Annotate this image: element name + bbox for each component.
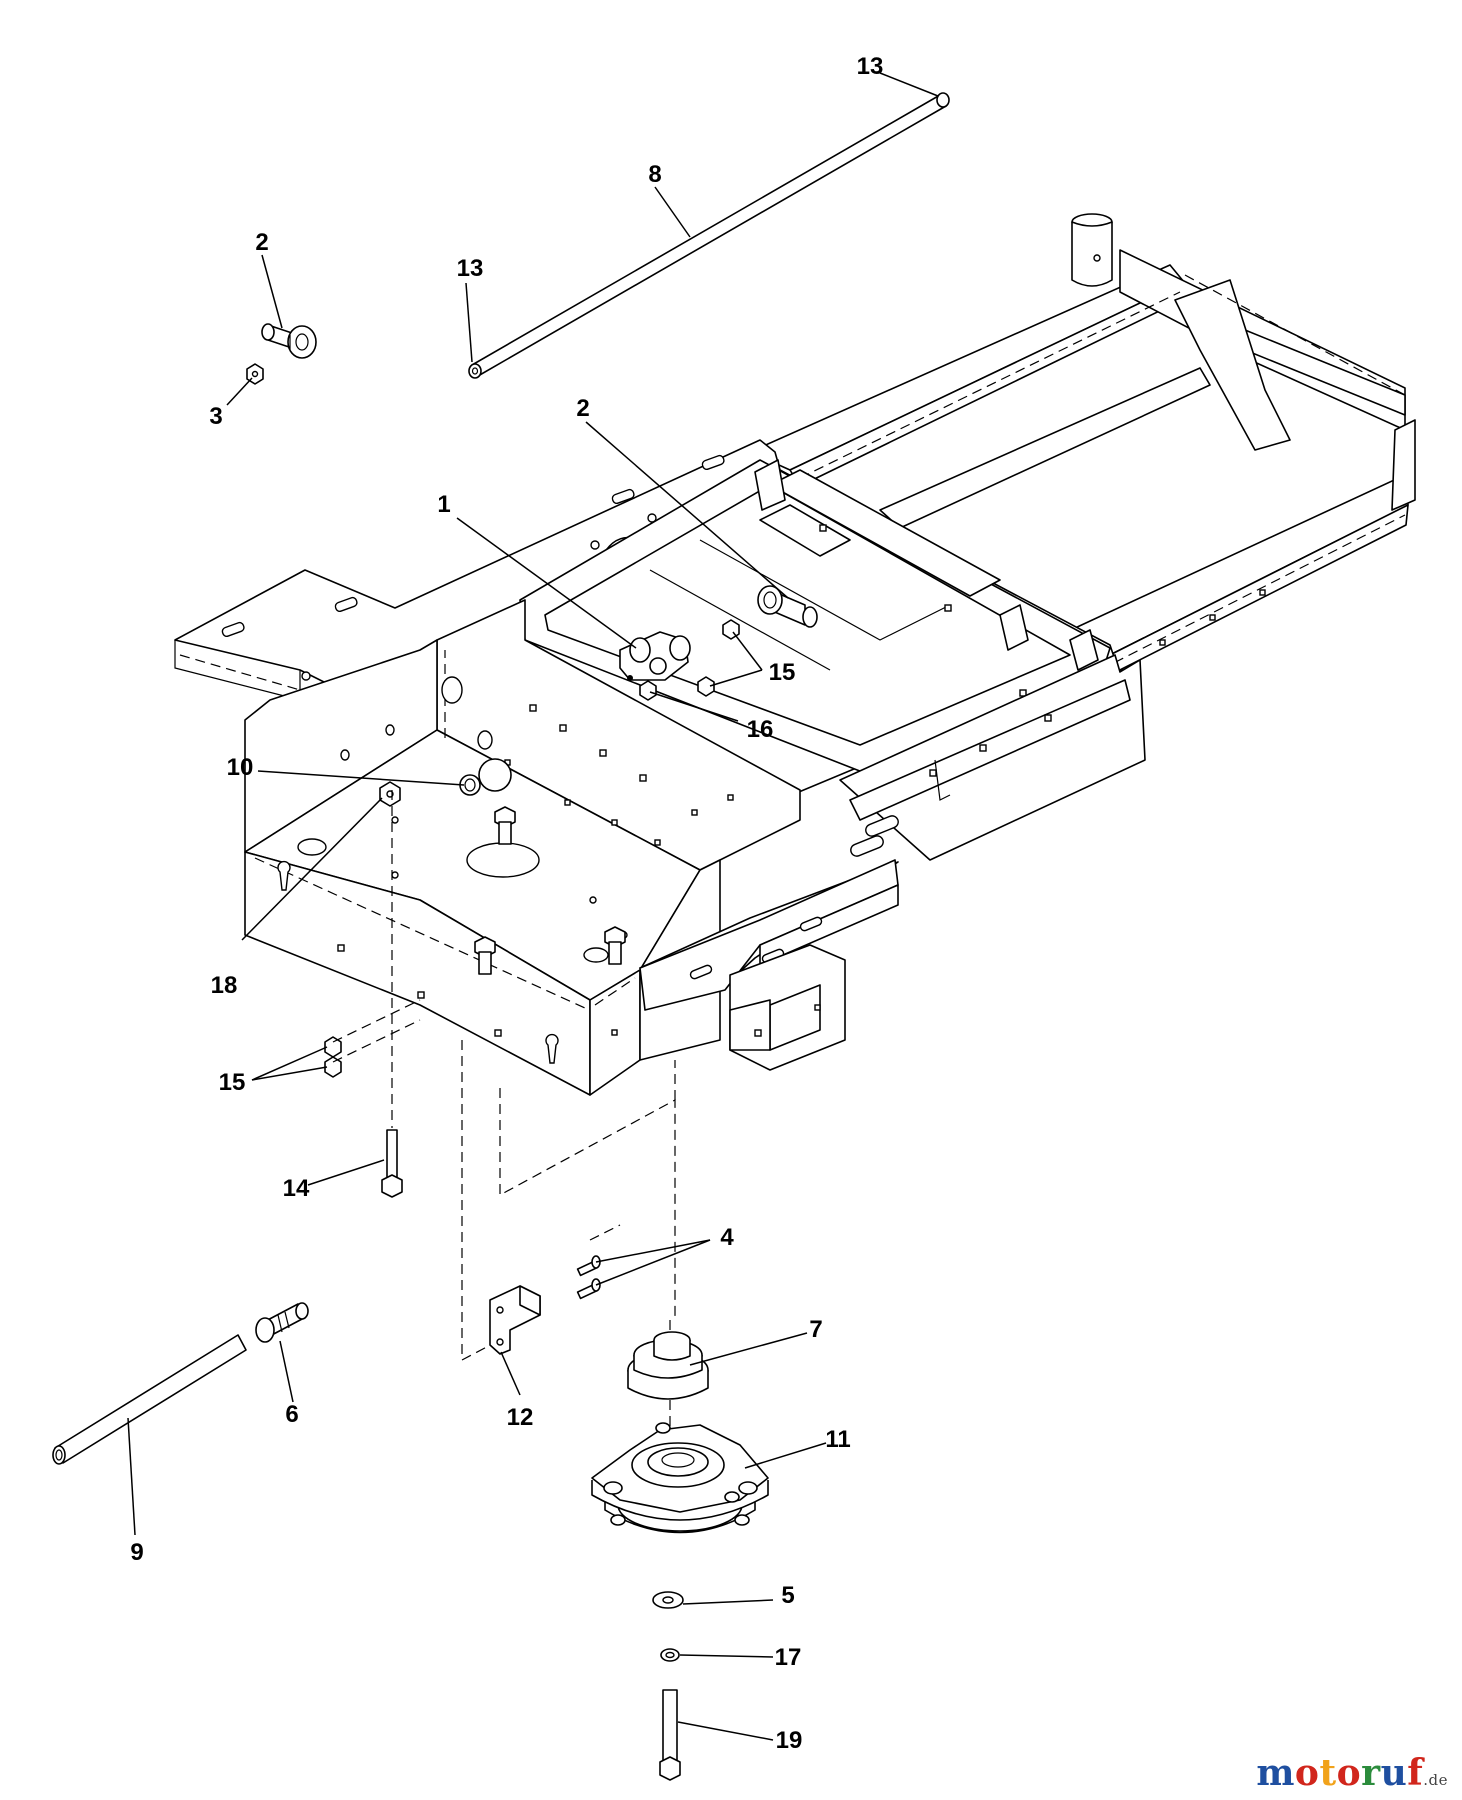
watermark-letter: f (1407, 1752, 1424, 1794)
watermark-letter: r (1361, 1752, 1381, 1794)
callout-6: 6 (285, 1401, 298, 1428)
callout-11: 11 (825, 1426, 850, 1453)
callout-4: 4 (720, 1224, 734, 1251)
pivot-pin-2-installed (757, 585, 818, 628)
front-housing (244, 599, 801, 1096)
leader-lines (127, 72, 939, 1741)
watermark-letter: o (1294, 1752, 1320, 1794)
callout-16: 16 (747, 716, 774, 743)
nuts-15-lower (324, 1036, 342, 1078)
callout-2-loose: 2 (255, 229, 268, 256)
washer-5 (652, 1591, 684, 1609)
callout-18: 18 (211, 972, 238, 999)
tube-9 (52, 1334, 247, 1465)
callout-13-left: 13 (457, 255, 484, 282)
callout-19: 19 (776, 1727, 803, 1754)
callout-14: 14 (283, 1175, 310, 1202)
motoruf-watermark-logo: motoruf.de (1256, 1752, 1448, 1794)
callout-13-top: 13 (857, 53, 884, 80)
callout-9: 9 (130, 1539, 143, 1566)
watermark-letter: t (1319, 1752, 1337, 1794)
callout-10: 10 (227, 754, 254, 781)
callout-labels: 1 2 2 3 4 5 6 7 8 9 10 11 12 13 13 14 15… (130, 53, 883, 1754)
bolt-b (604, 926, 626, 965)
callout-17: 17 (775, 1644, 802, 1671)
callout-8: 8 (648, 161, 661, 188)
bolt-c (474, 936, 496, 975)
floor-holes (297, 816, 628, 963)
callout-15-upper: 15 (769, 659, 796, 686)
screws-4 (576, 1255, 601, 1300)
callout-12: 12 (507, 1404, 534, 1431)
lock-washer-17 (660, 1648, 680, 1662)
front-footrest (639, 859, 899, 1071)
coupler-6 (255, 1302, 309, 1343)
pin-2-loose (261, 323, 317, 359)
bolt-a (494, 806, 516, 845)
callout-5: 5 (781, 1582, 794, 1609)
bracket-12 (489, 1285, 541, 1355)
watermark-letter: o (1336, 1752, 1362, 1794)
callout-1: 1 (437, 491, 450, 518)
callout-7: 7 (809, 1316, 822, 1343)
pivot-bracket-1 (619, 631, 691, 681)
pulley-7 (627, 1331, 709, 1400)
watermark-letter: u (1380, 1752, 1408, 1794)
knob-10 (459, 758, 512, 796)
top-deck-slots (221, 454, 725, 681)
clutch-11 (591, 1422, 769, 1534)
frame-rails (749, 213, 1416, 771)
watermark-suffix: .de (1423, 1771, 1448, 1789)
watermark-letter: m (1256, 1752, 1295, 1794)
callout-15-lower: 15 (219, 1069, 246, 1096)
right-side-plate (839, 654, 1146, 861)
callout-2-frame: 2 (576, 395, 589, 422)
callout-3: 3 (209, 403, 222, 430)
bolt-14 (381, 1129, 403, 1198)
bolt-19 (659, 1689, 681, 1781)
floor-bolts (379, 781, 626, 975)
rod-8 (468, 92, 950, 379)
